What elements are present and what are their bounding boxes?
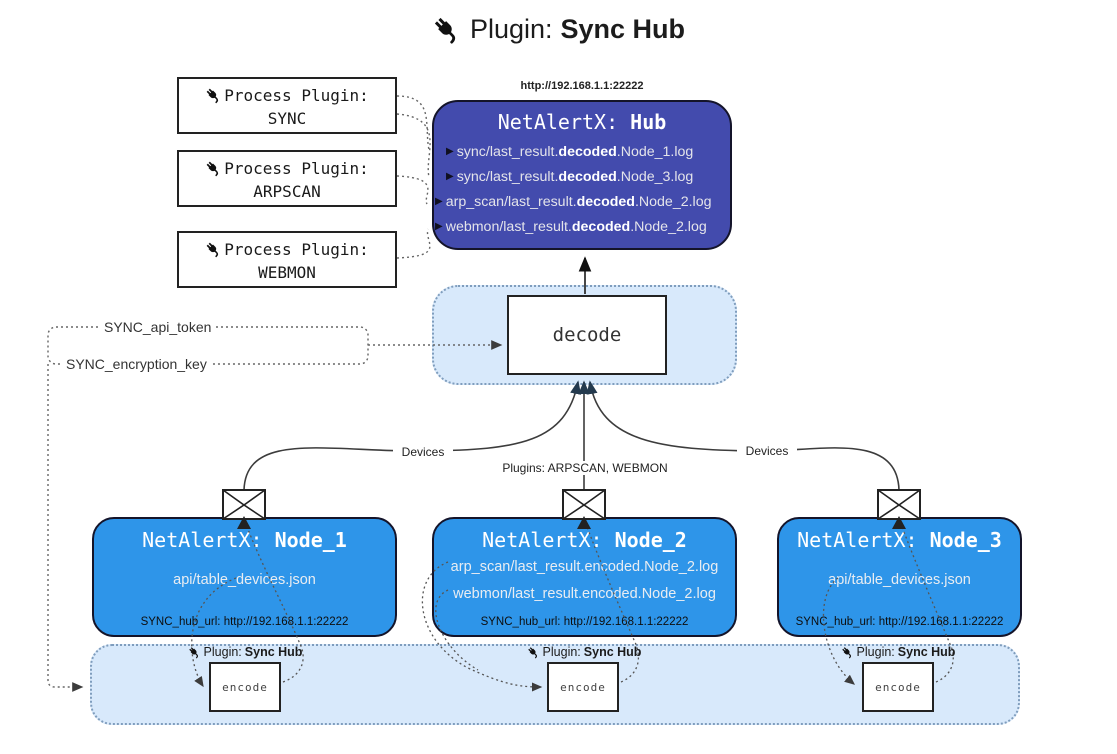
plug-icon <box>434 17 456 43</box>
row-arrow-icon: ▶ <box>446 145 454 157</box>
encoder1-label: Plugin: Sync Hub <box>180 644 310 660</box>
plug-icon <box>841 646 851 658</box>
decode-box: decode <box>507 295 667 375</box>
node2-file: arp_scan/last_result.encoded.Node_2.log <box>450 559 719 575</box>
node2-box: NetAlertX: Node_2 arp_scan/last_result.e… <box>432 517 737 637</box>
encoder3-label: Plugin: Sync Hub <box>833 644 963 660</box>
node2-file: webmon/last_result.encoded.Node_2.log <box>453 586 716 602</box>
encode-box-1: encode <box>209 662 281 712</box>
edge-process-plugins-to-hub <box>396 95 431 259</box>
setting-sync-encryption-key: SYNC_encryption_key <box>62 356 211 372</box>
process-plugin-webmon: Process Plugin: WEBMON <box>177 231 397 288</box>
node3-hub-url: SYNC_hub_url: http://192.168.1.1:22222 <box>795 616 1004 628</box>
plug-icon <box>206 161 219 177</box>
process-plugin-label: Process Plugin: <box>224 86 369 105</box>
setting-sync-api-token: SYNC_api_token <box>100 319 216 335</box>
node1-box: NetAlertX: Node_1 api/table_devices.json… <box>92 517 397 637</box>
process-plugin-label: Process Plugin: <box>224 240 369 259</box>
page-title: Plugin: Sync Hub <box>0 14 1117 45</box>
process-plugin-name: SYNC <box>267 109 307 128</box>
hub-url: http://192.168.1.1:22222 <box>520 80 644 92</box>
encode-box-3: encode <box>862 662 934 712</box>
process-plugin-name: ARPSCAN <box>253 182 321 201</box>
plug-icon <box>527 646 537 658</box>
node1-file: api/table_devices.json <box>173 572 316 588</box>
hub-box: NetAlertX: Hub ▶sync/last_result.decoded… <box>432 100 732 250</box>
title-name: Sync Hub <box>560 14 686 44</box>
process-plugin-name: WEBMON <box>258 263 316 282</box>
hub-file-row: ▶sync/last_result.decoded.Node_3.log <box>446 168 694 185</box>
plug-icon <box>188 646 198 658</box>
encode-box-2: encode <box>547 662 619 712</box>
node2-hub-url: SYNC_hub_url: http://192.168.1.1:22222 <box>480 616 689 628</box>
node1-title: NetAlertX: Node_1 <box>142 528 347 552</box>
plug-icon <box>206 242 219 258</box>
row-arrow-icon: ▶ <box>446 170 454 182</box>
edge-settings-to-encode-panel <box>47 364 84 692</box>
hub-file-row: ▶webmon/last_result.decoded.Node_2.log <box>435 218 707 235</box>
edge-label-devices-right: Devices <box>737 444 797 458</box>
process-plugin-arpscan: Process Plugin: ARPSCAN <box>177 150 397 207</box>
hub-file-row: ▶arp_scan/last_result.decoded.Node_2.log <box>435 193 712 210</box>
row-arrow-icon: ▶ <box>435 220 443 232</box>
node2-title: NetAlertX: Node_2 <box>482 528 687 552</box>
node3-file: api/table_devices.json <box>828 572 971 588</box>
plug-icon <box>206 88 219 104</box>
encoder2-label: Plugin: Sync Hub <box>519 644 649 660</box>
edge-label-devices-left: Devices <box>393 445 453 459</box>
hub-file-row: ▶sync/last_result.decoded.Node_1.log <box>446 143 694 160</box>
process-plugin-label: Process Plugin: <box>224 159 369 178</box>
title-prefix: Plugin: <box>469 14 553 44</box>
row-arrow-icon: ▶ <box>435 195 443 207</box>
node3-box: NetAlertX: Node_3 api/table_devices.json… <box>777 517 1022 637</box>
hub-title: NetAlertX: Hub <box>497 110 667 134</box>
node1-hub-url: SYNC_hub_url: http://192.168.1.1:22222 <box>140 616 349 628</box>
edge-label-plugins: Plugins: ARPSCAN, WEBMON <box>499 461 671 475</box>
process-plugin-sync: Process Plugin: SYNC <box>177 77 397 134</box>
node3-title: NetAlertX: Node_3 <box>797 528 1002 552</box>
